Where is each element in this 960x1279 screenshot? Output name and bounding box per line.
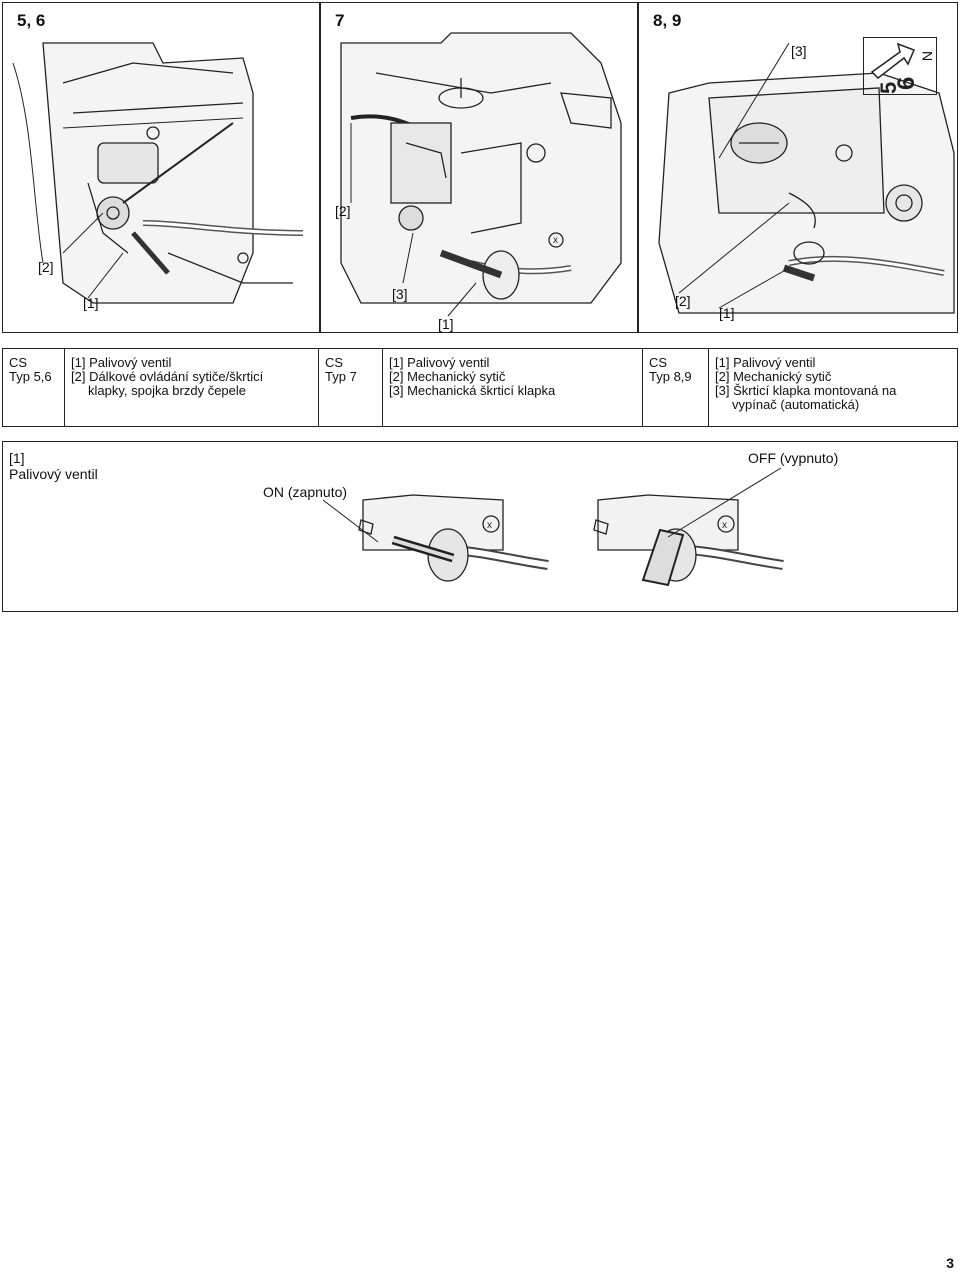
x-mark: x — [722, 520, 727, 531]
callout-1: [1] — [719, 305, 735, 321]
legend-table: CS Typ 5,6 [1] Palivový ventil [2] Dálko… — [2, 348, 958, 427]
figure-panel-7: 7 x [2] [3] [1] — [320, 2, 638, 333]
svg-text:5: 5 — [876, 82, 901, 94]
engine-illustration — [658, 42, 955, 314]
legend-item: [2] Mechanický sytič — [715, 369, 832, 384]
figure-panel-5-6: 5, 6 [2] [1] — [2, 2, 320, 333]
legend-item: [2] Dálkové ovládání sytiče/škrticí — [71, 369, 264, 384]
on-label: ON (zapnuto) — [263, 484, 348, 500]
legend-items-cell: [1] Palivový ventil [2] Mechanický sytič… — [709, 349, 959, 426]
valve-on-illustration: x — [358, 494, 549, 582]
legend-items-cell: [1] Palivový ventil [2] Mechanický sytič… — [383, 349, 643, 426]
svg-text:6: 6 — [893, 77, 920, 90]
decal-box: 5 6 N — [863, 37, 937, 95]
callout-2: [2] — [335, 203, 351, 219]
valve-label-name: Palivový ventil — [9, 466, 98, 482]
legend-item: vypínač (automatická) — [732, 397, 860, 412]
x-mark: x — [487, 520, 492, 531]
figure-panel-8-9: 8, 9 5 6 N [3] [2] [1] — [638, 2, 958, 333]
legend-type-cell: CS Typ 7 — [319, 349, 383, 426]
legend-item: [3] Škrticí klapka montovaná na — [715, 383, 897, 398]
svg-text:x: x — [553, 235, 558, 246]
callout-3: [3] — [791, 43, 807, 59]
arrow-icon: 5 6 — [870, 42, 920, 94]
callout-2: [2] — [675, 293, 691, 309]
page-number: 3 — [946, 1255, 954, 1271]
decal-letter: N — [918, 50, 935, 62]
figure-title: 7 — [335, 11, 345, 30]
language-code: CS — [325, 355, 344, 370]
legend-item: [1] Palivový ventil — [389, 355, 490, 370]
off-label: OFF (vypnuto) — [748, 450, 839, 466]
figure-title: 8, 9 — [653, 11, 682, 30]
type-label: Typ 8,9 — [649, 369, 692, 384]
legend-type-cell: CS Typ 5,6 — [3, 349, 65, 426]
legend-item: [2] Mechanický sytič — [389, 369, 506, 384]
valve-label-number: [1] — [9, 450, 25, 466]
language-code: CS — [9, 355, 28, 370]
engine-illustration — [12, 42, 304, 304]
type-label: Typ 7 — [325, 369, 357, 384]
language-code: CS — [649, 355, 668, 370]
callout-3: [3] — [392, 286, 408, 302]
callout-1: [1] — [83, 295, 99, 311]
legend-item: [1] Palivový ventil — [715, 355, 816, 370]
callout-2: [2] — [38, 259, 54, 275]
legend-item: [1] Palivový ventil — [71, 355, 172, 370]
legend-item: klapky, spojka brzdy čepele — [88, 383, 247, 398]
type-label: Typ 5,6 — [9, 369, 52, 384]
valve-off-illustration: x — [593, 494, 784, 587]
callout-1: [1] — [438, 316, 454, 332]
legend-item: [3] Mechanická škrticí klapka — [389, 383, 556, 398]
legend-type-cell: CS Typ 8,9 — [643, 349, 709, 426]
legend-items-cell: [1] Palivový ventil [2] Dálkové ovládání… — [65, 349, 319, 426]
valve-positions-panel: [1] Palivový ventil ON (zapnuto) OFF (vy… — [2, 441, 958, 612]
figure-title: 5, 6 — [17, 11, 46, 30]
engine-illustration: x — [340, 32, 622, 317]
